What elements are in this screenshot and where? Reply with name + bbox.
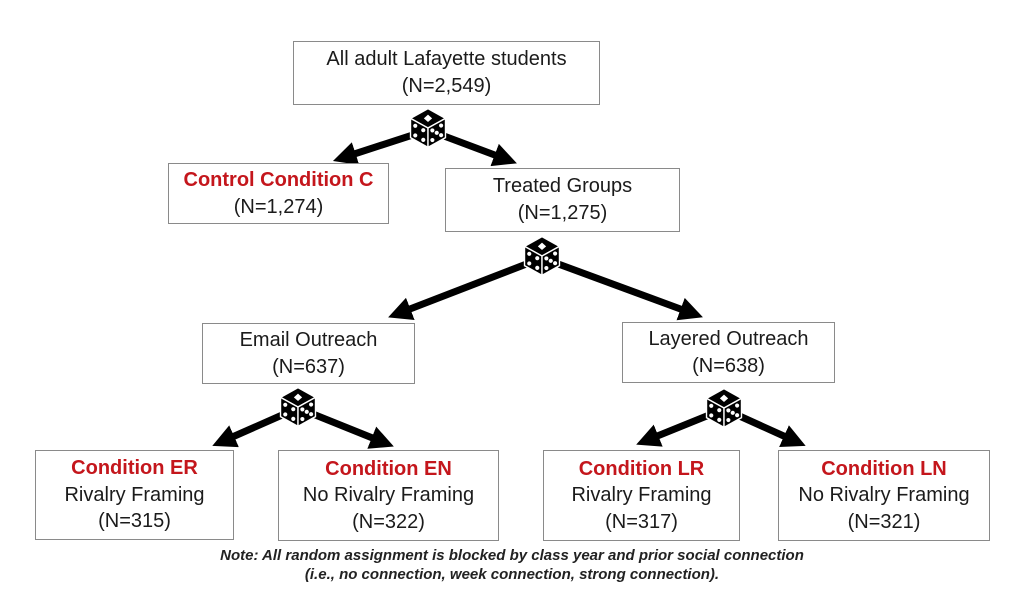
node-condition-ln: Condition LN No Rivalry Framing (N=321)	[778, 450, 990, 541]
node-er-subtitle: Rivalry Framing	[64, 483, 205, 506]
node-condition-en: Condition EN No Rivalry Framing (N=322)	[278, 450, 499, 541]
footnote-line-2: (i.e., no connection, week connection, s…	[304, 566, 720, 583]
arrow-treated-email	[388, 254, 544, 320]
node-layered-n: (N=638)	[692, 354, 765, 377]
node-lr-n: (N=317)	[605, 510, 678, 533]
node-condition-er: Condition ER Rivalry Framing (N=315)	[35, 450, 234, 540]
node-lr-title: Condition LR	[578, 457, 705, 480]
node-treated: Treated Groups (N=1,275)	[445, 168, 680, 232]
node-lr-subtitle: Rivalry Framing	[571, 484, 712, 507]
node-root-title: All adult Lafayette students	[326, 48, 567, 71]
arrow-treated-layered	[540, 254, 703, 321]
footnote-line-1: Note: All random assignment is blocked b…	[220, 547, 804, 564]
node-layered-title: Layered Outreach	[648, 327, 809, 350]
node-email-n: (N=637)	[272, 355, 345, 378]
footnote: Note: All random assignment is blocked b…	[0, 546, 1024, 584]
node-control-n: (N=1,274)	[233, 195, 324, 218]
node-root: All adult Lafayette students (N=2,549)	[293, 41, 600, 105]
dice-icon	[523, 235, 561, 277]
node-email-title: Email Outreach	[239, 328, 378, 351]
node-en-subtitle: No Rivalry Framing	[302, 484, 475, 507]
node-ln-n: (N=321)	[847, 510, 921, 533]
node-condition-lr: Condition LR Rivalry Framing (N=317)	[543, 450, 740, 541]
node-control-title: Control Condition C	[183, 168, 374, 191]
dice-icon	[705, 387, 743, 429]
dice-icon	[279, 386, 317, 428]
node-control: Control Condition C (N=1,274)	[168, 163, 389, 224]
node-email: Email Outreach (N=637)	[202, 323, 415, 384]
node-root-n: (N=2,549)	[401, 75, 492, 97]
node-er-n: (N=315)	[98, 510, 171, 533]
node-treated-n: (N=1,275)	[517, 202, 608, 224]
node-en-n: (N=322)	[352, 510, 425, 533]
node-ln-title: Condition LN	[821, 457, 947, 480]
node-er-title: Condition ER	[71, 457, 198, 480]
node-ln-subtitle: No Rivalry Framing	[798, 484, 970, 507]
node-layered: Layered Outreach (N=638)	[622, 322, 835, 383]
node-en-title: Condition EN	[325, 457, 452, 480]
node-treated-title: Treated Groups	[492, 175, 633, 198]
dice-icon	[409, 107, 447, 149]
